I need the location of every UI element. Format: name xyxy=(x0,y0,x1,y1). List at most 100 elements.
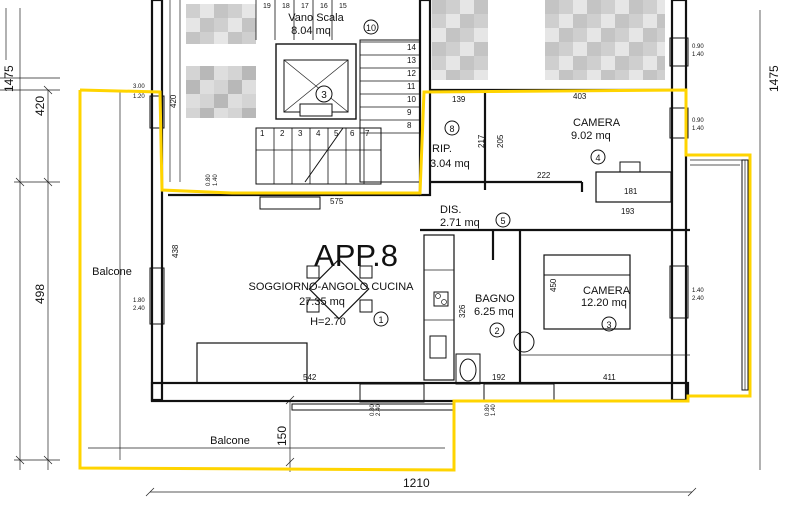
blur-block xyxy=(432,14,446,28)
blur-block xyxy=(657,42,665,56)
sill-value: 1.40 xyxy=(213,174,219,186)
blur-block xyxy=(242,108,256,118)
room-name-bagno: BAGNO xyxy=(475,293,515,305)
step-number: 9 xyxy=(407,108,412,117)
room-area-dis: 2.71 mq xyxy=(440,217,480,229)
blur-block xyxy=(559,42,573,56)
blur-block xyxy=(200,32,214,44)
sill-value: 1.40 xyxy=(692,126,704,132)
blur-block xyxy=(587,0,601,14)
blur-block xyxy=(615,28,629,42)
room-name-camera-upper: CAMERA xyxy=(573,117,621,129)
room-area-rip: 3.04 mq xyxy=(430,158,470,170)
step-number: 14 xyxy=(407,43,416,52)
blur-block xyxy=(446,28,460,42)
room-area-soggiorno: 27.35 mq xyxy=(299,296,345,308)
dining-table xyxy=(306,258,373,320)
blur-block xyxy=(615,70,629,80)
blur-block xyxy=(214,66,228,80)
sill-value: 3.00 xyxy=(133,84,145,90)
blur-block xyxy=(186,108,200,118)
blur-block xyxy=(432,70,446,80)
blur-block xyxy=(643,42,657,56)
blur-block xyxy=(200,108,214,118)
room-name-vano-scala: Vano Scala xyxy=(288,12,344,24)
dim-left-upper: 420 xyxy=(33,96,47,116)
blur-block xyxy=(629,42,643,56)
lift-shaft xyxy=(275,43,357,120)
blur-block xyxy=(228,4,242,18)
room-number-camera-lower: 3 xyxy=(606,320,611,330)
blur-block xyxy=(559,28,573,42)
room-number-circle xyxy=(444,120,460,136)
blur-block xyxy=(200,94,214,108)
dimension-lines xyxy=(0,8,761,497)
room-number-vano-scala: 10 xyxy=(366,23,376,33)
blur-block xyxy=(242,32,256,44)
dim-450: 450 xyxy=(549,278,558,292)
blur-block xyxy=(587,14,601,28)
sill-value: 0.80 xyxy=(370,404,376,416)
blur-block xyxy=(200,4,214,18)
sill-value: 2.40 xyxy=(376,404,382,416)
blur-block xyxy=(587,56,601,70)
room-number-circle xyxy=(590,149,606,165)
blur-block xyxy=(228,32,242,44)
room-number-soggiorno: 1 xyxy=(378,315,383,325)
blur-block xyxy=(643,56,657,70)
step-number: 4 xyxy=(316,129,321,138)
window-frames xyxy=(149,37,689,403)
blur-block xyxy=(545,42,559,56)
step-number: 15 xyxy=(339,3,347,10)
blur-block xyxy=(446,42,460,56)
step-number: 3 xyxy=(298,129,303,138)
step-number: 18 xyxy=(282,3,290,10)
dim-192: 192 xyxy=(492,373,506,382)
dim-139: 139 xyxy=(452,95,466,104)
blur-block xyxy=(474,14,488,28)
room-number-dis: 5 xyxy=(500,216,505,226)
blur-block xyxy=(200,18,214,32)
blur-block xyxy=(214,18,228,32)
step-number: 12 xyxy=(407,69,416,78)
dim-left-lower: 498 xyxy=(33,284,47,304)
room-area-camera-upper: 9.02 mq xyxy=(571,130,611,142)
apartment-outline xyxy=(78,88,752,472)
blur-block xyxy=(460,42,474,56)
blur-block xyxy=(587,28,601,42)
blur-block xyxy=(559,70,573,80)
room-name-camera-lower: CAMERA xyxy=(583,285,631,297)
blur-block xyxy=(474,70,488,80)
room-labels: Vano Scala 8.04 mq 10 RIP. 3.04 mq 8 CAM… xyxy=(92,12,631,447)
blur-block xyxy=(601,56,615,70)
blur-block xyxy=(601,28,615,42)
blur-block xyxy=(643,70,657,80)
step-number: 19 xyxy=(263,3,271,10)
blur-block xyxy=(214,4,228,18)
step-number: 1 xyxy=(260,129,265,138)
blur-block xyxy=(228,80,242,94)
dim-411: 411 xyxy=(603,373,616,382)
blur-block xyxy=(228,94,242,108)
stair-step-numbers: 14 13 12 11 10 9 8 7 1 2 3 4 5 6 19 18 1… xyxy=(260,3,416,138)
blur-block xyxy=(214,108,228,118)
staircase xyxy=(255,0,421,185)
blur-block xyxy=(200,80,214,94)
blur-block xyxy=(460,0,474,14)
sill-value: 2.40 xyxy=(692,296,704,302)
room-number-circle xyxy=(373,311,389,327)
blur-block xyxy=(629,0,643,14)
room-area-camera-lower: 12.20 mq xyxy=(581,297,627,309)
window-sill-labels: 3.00 1.20 1.80 2.40 0.90 1.40 0.90 1.40 … xyxy=(133,44,704,416)
blur-block xyxy=(643,14,657,28)
dim-right-total: 1475 xyxy=(767,65,781,92)
step-number: 17 xyxy=(301,3,309,10)
dim-438: 438 xyxy=(171,244,180,258)
step-number: 8 xyxy=(407,121,412,130)
blur-block xyxy=(186,4,200,18)
step-number: 6 xyxy=(350,129,355,138)
blur-block xyxy=(615,42,629,56)
blur-block xyxy=(601,0,615,14)
blur-block xyxy=(446,56,460,70)
